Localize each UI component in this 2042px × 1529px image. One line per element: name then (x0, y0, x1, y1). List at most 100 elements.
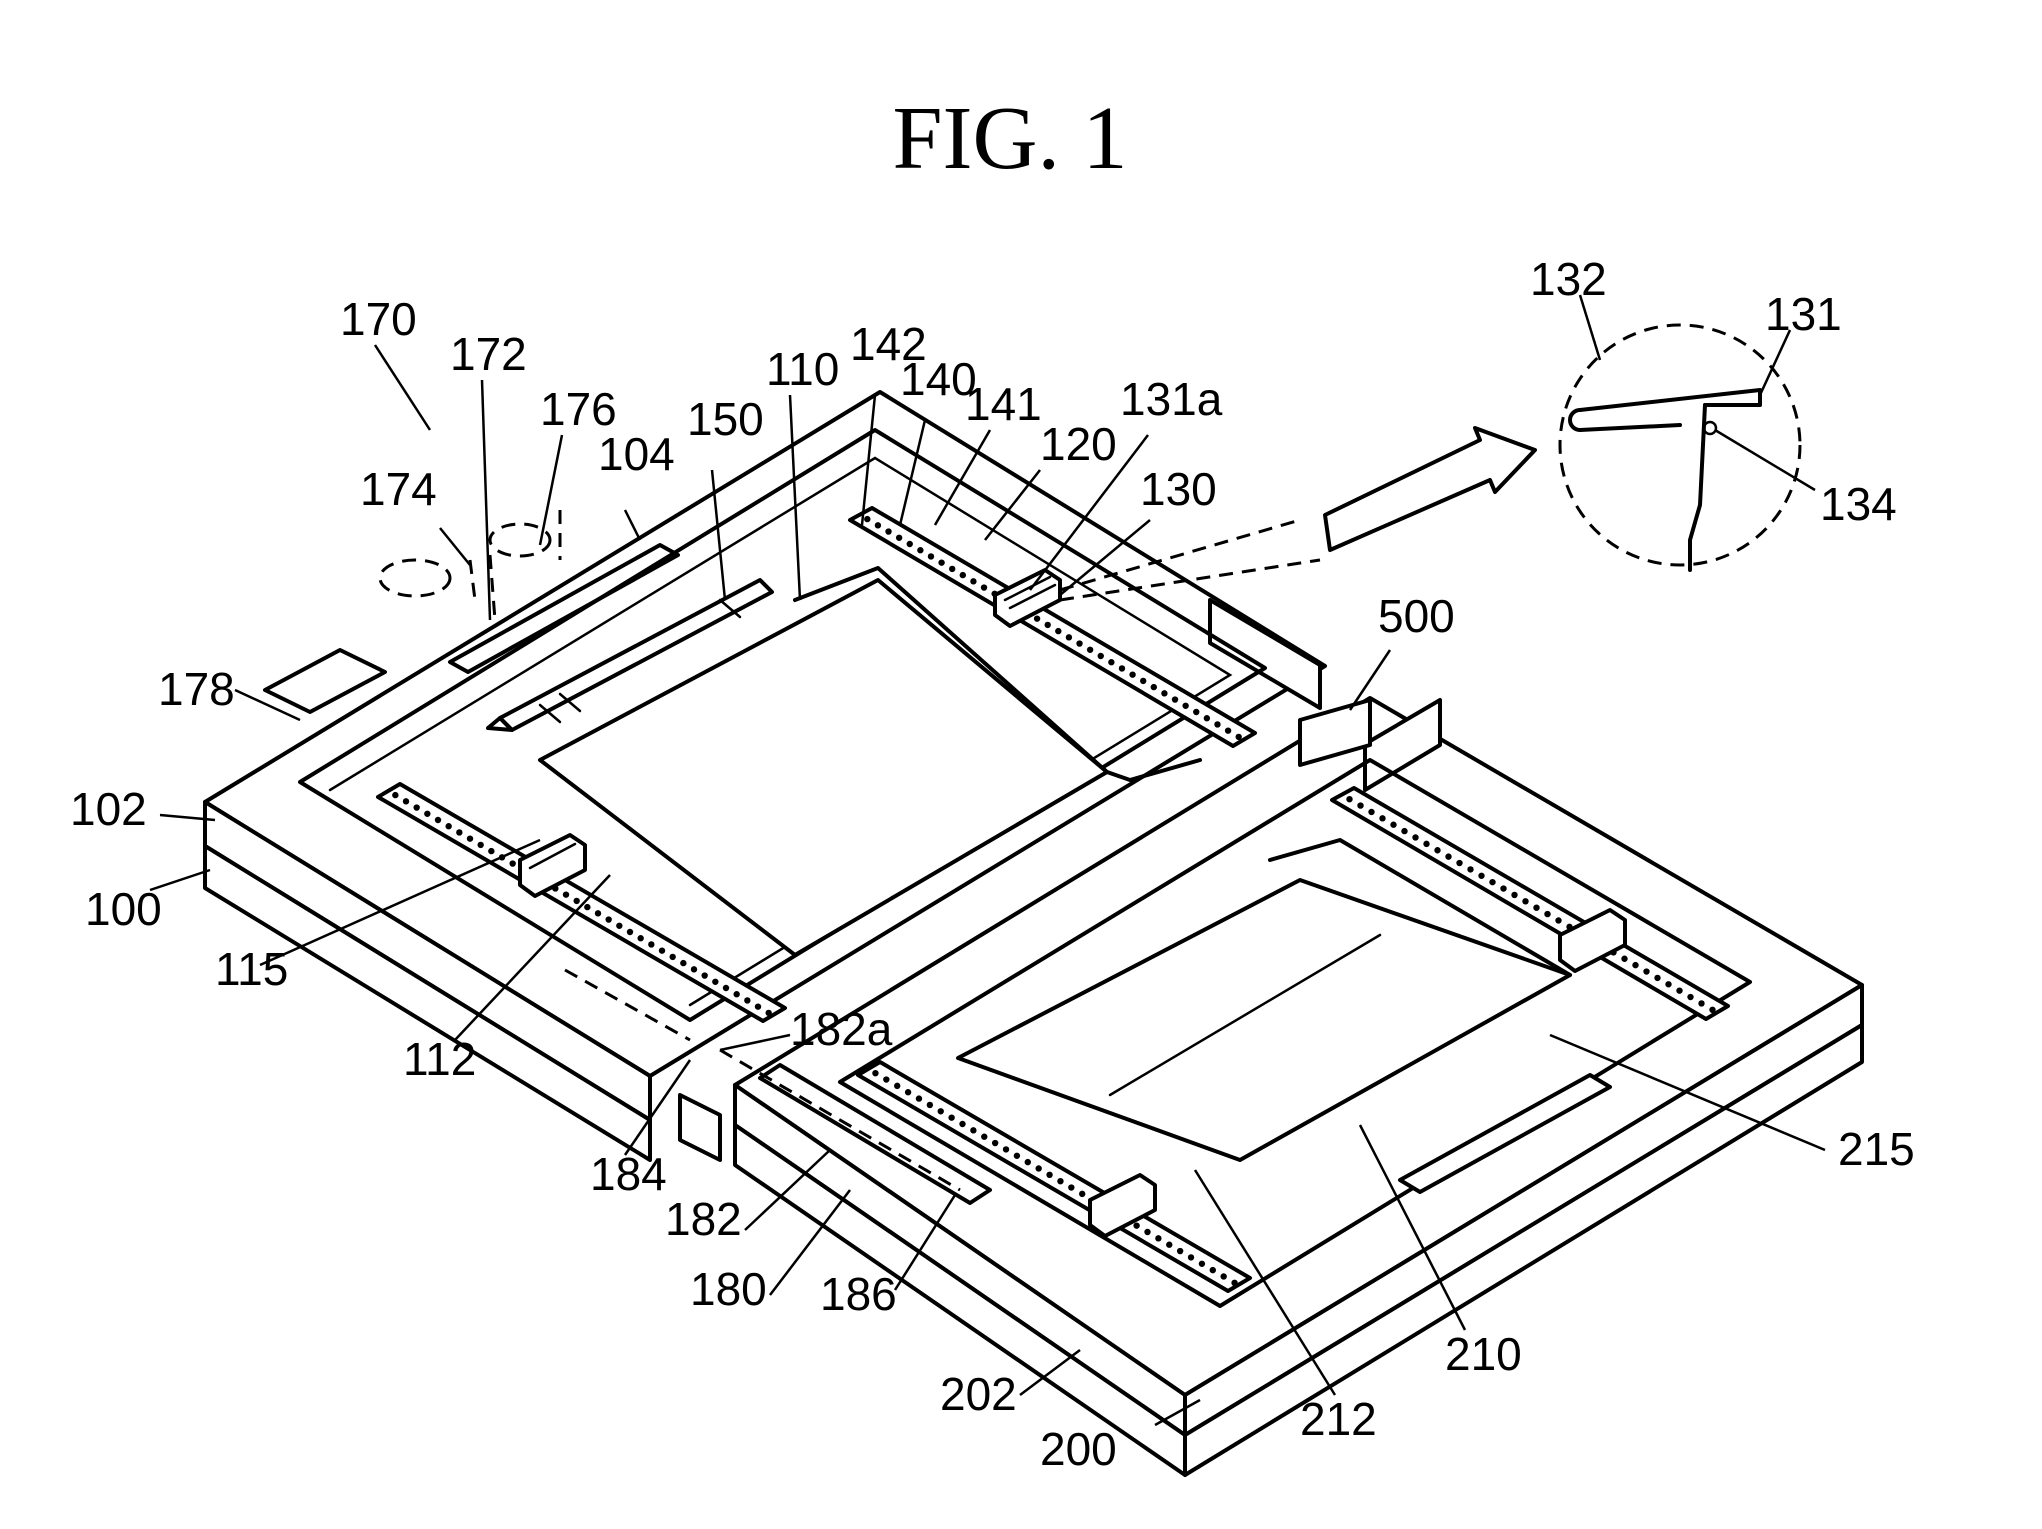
rail-tooth (875, 522, 881, 528)
rail-tooth (872, 1070, 878, 1076)
rail-tooth (894, 1083, 900, 1089)
label-180: 180 (690, 1263, 767, 1315)
rail-tooth (1522, 898, 1528, 904)
rail-tooth (1434, 847, 1440, 853)
rail-tooth (927, 1102, 933, 1108)
rail-tooth (1665, 981, 1671, 987)
rail-tooth (1177, 1248, 1183, 1254)
rail-tooth (1133, 1222, 1139, 1228)
rail-tooth (509, 860, 515, 866)
rail-tooth (1161, 690, 1167, 696)
rail-tooth (1193, 709, 1199, 715)
rail-tooth (1057, 1178, 1063, 1184)
rail-tooth (864, 516, 870, 522)
rail-tooth (573, 898, 579, 904)
label-174: 174 (360, 463, 437, 515)
rail-tooth (701, 972, 707, 978)
rail-tooth (1346, 796, 1352, 802)
rail-tooth (1654, 975, 1660, 981)
rail-tooth (1456, 860, 1462, 866)
rail-tooth (563, 891, 569, 897)
rail-tooth (488, 848, 494, 854)
rail-tooth (1544, 911, 1550, 917)
rail-tooth (627, 929, 633, 935)
rail-tooth (456, 829, 462, 835)
label-172: 172 (450, 328, 527, 380)
rail-tooth (1500, 885, 1506, 891)
label-202: 202 (940, 1368, 1017, 1420)
rail-tooth (1621, 956, 1627, 962)
label-186: 186 (820, 1268, 897, 1320)
rail-tooth (1235, 734, 1241, 740)
rail-tooth (403, 798, 409, 804)
label-130: 130 (1140, 463, 1217, 515)
rail-tooth (916, 1095, 922, 1101)
rail-tooth (1068, 1184, 1074, 1190)
rail-tooth (755, 1003, 761, 1009)
rail-tooth (413, 804, 419, 810)
rail-tooth (970, 578, 976, 584)
rail-tooth (680, 960, 686, 966)
rail-tooth (905, 1089, 911, 1095)
rail-tooth (1166, 1242, 1172, 1248)
label-182a: 182a (790, 1003, 893, 1055)
rail-tooth (981, 584, 987, 590)
rail-tooth (1643, 968, 1649, 974)
label-212: 212 (1300, 1393, 1377, 1445)
label-120: 120 (1040, 418, 1117, 470)
rail-tooth (605, 916, 611, 922)
rail-tooth (1445, 853, 1451, 859)
rail-tooth (1140, 678, 1146, 684)
rail-tooth (1098, 653, 1104, 659)
label-100: 100 (85, 883, 162, 935)
rail-tooth (1144, 1229, 1150, 1235)
rail-tooth (1225, 727, 1231, 733)
rail-tooth (723, 985, 729, 991)
label-500: 500 (1378, 590, 1455, 642)
label-210: 210 (1445, 1328, 1522, 1380)
detail-circle (1560, 325, 1800, 570)
rail-tooth (1035, 1165, 1041, 1171)
rail-tooth (648, 941, 654, 947)
rail-tooth (733, 991, 739, 997)
rail-tooth (424, 811, 430, 817)
rail-tooth (1533, 904, 1539, 910)
rail-tooth (1044, 622, 1050, 628)
rail-tooth (949, 566, 955, 572)
label-132: 132 (1530, 253, 1607, 305)
rail-tooth (1034, 615, 1040, 621)
rail-tooth (1066, 634, 1072, 640)
rail-tooth (1401, 828, 1407, 834)
figure-title: FIG. 1 (892, 89, 1127, 188)
rail-tooth (970, 1127, 976, 1133)
rail-tooth (1478, 873, 1484, 879)
label-115: 115 (215, 943, 288, 995)
rail-tooth (928, 553, 934, 559)
rail-tooth (1003, 1146, 1009, 1152)
label-200: 200 (1040, 1423, 1117, 1475)
rail-tooth (1172, 696, 1178, 702)
rail-tooth (1119, 665, 1125, 671)
rail-tooth (1220, 1273, 1226, 1279)
rail-tooth (691, 966, 697, 972)
rail-tooth (959, 1121, 965, 1127)
rail-tooth (637, 935, 643, 941)
rail-tooth (1188, 1254, 1194, 1260)
rail-tooth (445, 823, 451, 829)
rail-tooth (477, 842, 483, 848)
rail-tooth (981, 1134, 987, 1140)
rail-tooth (1046, 1172, 1052, 1178)
rail-tooth (467, 835, 473, 841)
rail-tooth (616, 923, 622, 929)
label-215: 215 (1838, 1123, 1915, 1175)
rail-tooth (1231, 1280, 1237, 1286)
label-178: 178 (158, 663, 235, 715)
rail-tooth (1108, 659, 1114, 665)
rail-tooth (1390, 822, 1396, 828)
rail-tooth (885, 528, 891, 534)
rail-tooth (669, 954, 675, 960)
rail-tooth (938, 1108, 944, 1114)
rail-tooth (1076, 640, 1082, 646)
rail-tooth (896, 535, 902, 541)
rail-tooth (992, 1140, 998, 1146)
